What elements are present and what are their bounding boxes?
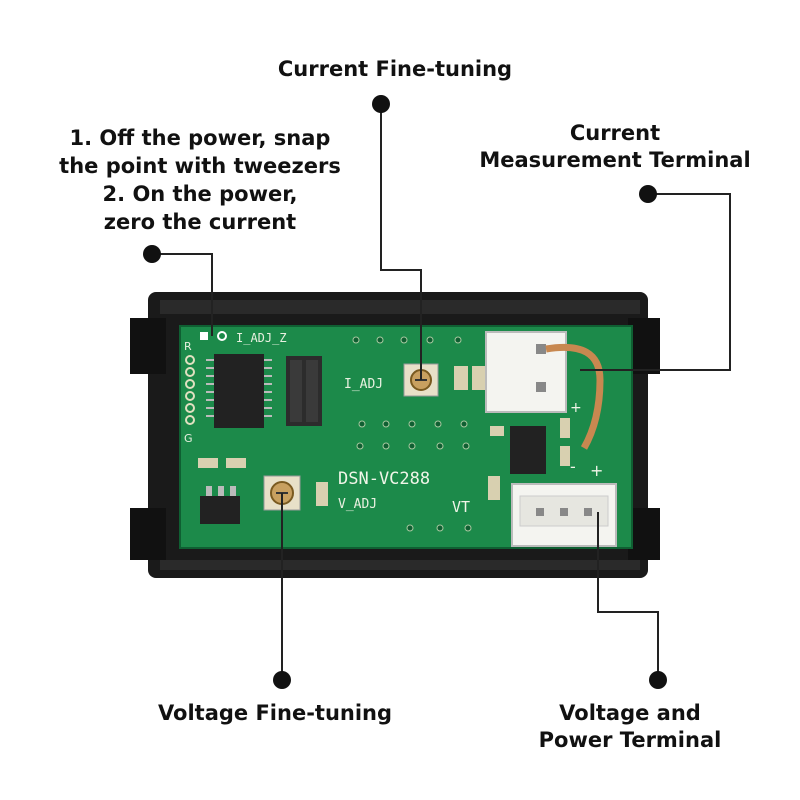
zero-point-hole <box>217 331 227 341</box>
minus-mark: - <box>570 457 576 476</box>
plus-mark: + <box>590 461 603 480</box>
dot-voltage-fine <box>273 671 291 689</box>
voltage-power-connector <box>511 483 617 547</box>
model-label: DSN-VC288 <box>338 469 430 489</box>
leader-current-fine <box>380 104 422 380</box>
voltage-regulator <box>200 496 240 524</box>
instruction-line: 1. Off the power, snap <box>69 126 331 150</box>
current-terminal-connector <box>485 331 604 450</box>
smd-resistor <box>198 458 218 468</box>
dot-current-fine <box>372 95 390 113</box>
leader-current-terminal <box>580 193 731 371</box>
instruction-line: zero the current <box>103 210 297 234</box>
leader-zero-point <box>152 253 213 336</box>
label-line: Current <box>569 121 661 145</box>
pin-header <box>185 355 195 425</box>
label-current-fine-tuning: Current Fine-tuning <box>277 57 513 81</box>
label-line: Power Terminal <box>538 728 722 752</box>
i-adj-z-label: I_ADJ_Z <box>236 331 287 345</box>
zero-point-pad <box>200 332 208 340</box>
dot-voltage-power <box>649 671 667 689</box>
vt-label: VT <box>452 498 470 516</box>
pin-label-r: R <box>184 340 192 353</box>
dot-current-terminal <box>639 185 657 203</box>
plus-mark-current: + <box>570 400 582 416</box>
smd-resistor <box>226 458 246 468</box>
resistor-array <box>286 356 322 426</box>
leader-voltage-power <box>597 512 659 680</box>
label-line: Voltage and <box>559 701 701 725</box>
op-amp-chip <box>510 426 546 474</box>
dot-zero-point <box>143 245 161 263</box>
ic-chip <box>214 354 264 428</box>
pin-label-g: G <box>184 432 193 445</box>
leader-dots <box>143 95 667 689</box>
leader-lines <box>152 104 731 680</box>
instruction-line: 2. On the power, <box>102 182 298 206</box>
v-adj-label: V_ADJ <box>338 497 377 512</box>
via-holes <box>352 336 472 532</box>
label-zero-instructions: 1. Off the power, snap the point with tw… <box>20 124 380 236</box>
i-adj-label: I_ADJ <box>344 377 383 392</box>
label-voltage-power-terminal: Voltage and Power Terminal <box>500 700 760 754</box>
label-voltage-fine-tuning: Voltage Fine-tuning <box>157 701 393 725</box>
instruction-line: the point with tweezers <box>59 154 341 178</box>
label-current-measurement-terminal: Current Measurement Terminal <box>450 120 780 174</box>
label-line: Measurement Terminal <box>479 148 751 172</box>
